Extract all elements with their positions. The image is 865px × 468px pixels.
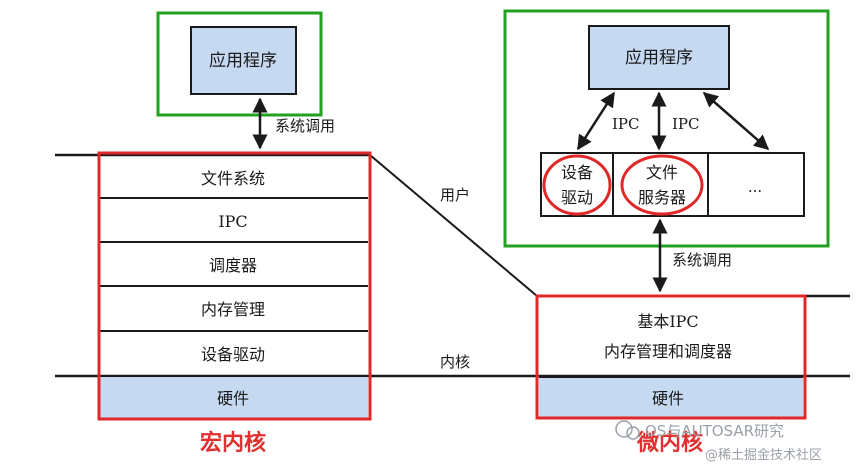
macro-layer-label: IPC — [218, 212, 247, 231]
micro-hardware-box — [539, 378, 803, 417]
ipc-label-left: IPC — [612, 115, 640, 133]
server-label-line1: 设备 — [561, 163, 593, 182]
chat-bubble-icon — [626, 426, 640, 440]
server-label-line2: 驱动 — [561, 188, 593, 207]
micro-hardware-label: 硬件 — [652, 389, 684, 408]
macro-hardware-box — [100, 377, 368, 418]
micro-kernel-caption: 微内核 — [636, 430, 703, 456]
macro-syscall-label: 系统调用 — [275, 117, 335, 135]
macro-layer-label: 调度器 — [209, 256, 257, 275]
server-label-line2: 服务器 — [638, 188, 686, 207]
file-server-highlight-circle — [620, 154, 704, 216]
user-kernel-slant-line — [369, 154, 538, 297]
ipc-arrow-right — [702, 92, 770, 150]
macro-layer-label: 内存管理 — [201, 300, 265, 319]
chat-bubble-icon — [615, 420, 633, 438]
macro-app-label: 应用程序 — [209, 51, 277, 71]
macro-layer-label: 文件系统 — [201, 169, 265, 188]
micro-kernel-box — [535, 294, 807, 420]
macro-app-box — [190, 26, 297, 95]
server-label-line1: 文件 — [646, 163, 678, 182]
macro-kernel-stack: 文件系统 IPC 调度器 内存管理 设备驱动 硬件 — [97, 151, 372, 421]
micro-server-row — [540, 152, 805, 217]
macro-hardware-label: 硬件 — [217, 389, 249, 408]
driver-highlight-circle — [542, 154, 612, 216]
macro-layer-label: 设备驱动 — [201, 345, 265, 364]
micro-app-box — [588, 25, 730, 90]
ipc-arrow-left — [576, 91, 616, 151]
server-label-more: ... — [748, 178, 762, 196]
macro-kernel-caption: 宏内核 — [200, 430, 266, 456]
user-space-label: 用户 — [440, 186, 470, 204]
macro-kernel-box — [97, 151, 372, 421]
micro-kernel-line1: 基本IPC — [637, 312, 698, 331]
micro-app-label: 应用程序 — [625, 48, 693, 68]
kernel-space-label: 内核 — [440, 353, 470, 371]
watermark-line1: OS与AUTOSAR研究 — [645, 422, 784, 440]
macro-user-space-box — [156, 11, 323, 117]
ipc-label-right: IPC — [672, 115, 700, 133]
micro-syscall-label: 系统调用 — [672, 251, 732, 269]
micro-kernel-line2: 内存管理和调度器 — [604, 342, 732, 361]
watermark-line2: @稀土掘金技术社区 — [705, 447, 822, 463]
watermark: OS与AUTOSAR研究 @稀土掘金技术社区 — [615, 420, 822, 463]
